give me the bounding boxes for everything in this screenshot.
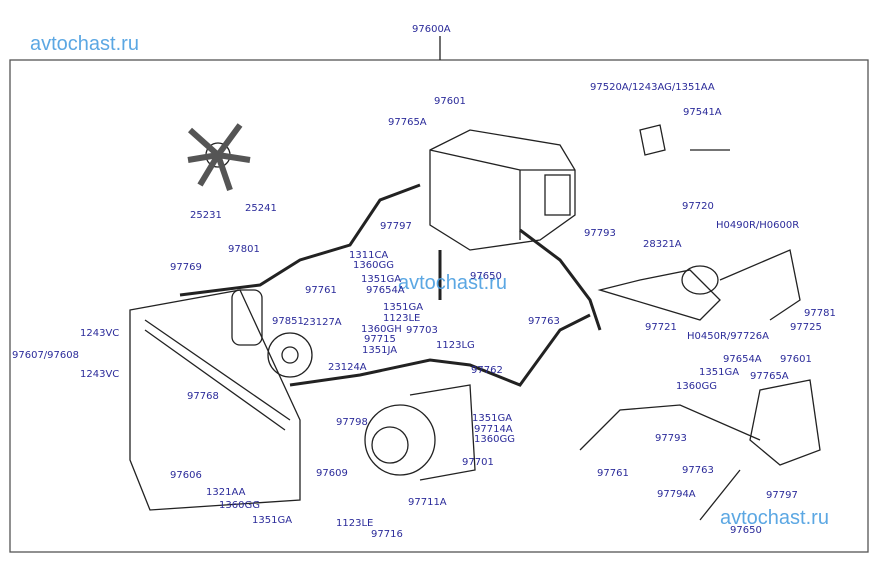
part-label[interactable]: 97761 <box>597 468 629 479</box>
part-label[interactable]: 97714A <box>474 424 513 435</box>
watermark: avtochast.ru <box>720 507 829 529</box>
part-label[interactable]: 97781 <box>804 308 836 319</box>
part-label[interactable]: 97801 <box>228 244 260 255</box>
part-label[interactable]: 1351GA <box>472 413 513 424</box>
part-label[interactable]: 97761 <box>305 285 337 296</box>
part-label[interactable]: 97601 <box>780 354 812 365</box>
part-label[interactable]: 97716 <box>371 529 403 540</box>
pulley-drawing <box>267 332 313 378</box>
part-label[interactable]: 97715 <box>364 334 396 345</box>
hoses-drawing <box>179 183 602 387</box>
part-label[interactable]: 97701 <box>462 457 494 468</box>
part-label[interactable]: 97768 <box>187 391 219 402</box>
part-label[interactable]: 1351GA <box>699 367 740 378</box>
part-label[interactable]: 97794A <box>657 489 696 500</box>
part-label[interactable]: 97607/97608 <box>12 350 79 361</box>
part-label[interactable]: 97606 <box>170 470 202 481</box>
part-label[interactable]: 23124A <box>328 362 367 373</box>
part-label[interactable]: 28321A <box>643 239 682 250</box>
part-label[interactable]: 97711A <box>408 497 447 508</box>
part-label[interactable]: 1360GH <box>361 324 402 335</box>
part-label[interactable]: 97650 <box>470 271 502 282</box>
part-label[interactable]: 97793 <box>584 228 616 239</box>
part-label[interactable]: H0490R/H0600R <box>716 220 800 231</box>
part-label[interactable]: 97793 <box>655 433 687 444</box>
evaporator-unit-drawing <box>429 129 576 251</box>
fan-drawing <box>187 123 251 191</box>
part-label[interactable]: 1360GG <box>474 434 515 445</box>
part-label[interactable]: 97650 <box>730 525 762 536</box>
part-label[interactable]: 97763 <box>528 316 560 327</box>
part-label[interactable]: 97520A/1243AG/1351AA <box>590 82 715 93</box>
part-label[interactable]: 97769 <box>170 262 202 273</box>
part-label[interactable]: 1123LE <box>383 313 421 324</box>
part-label[interactable]: 1243VC <box>80 328 120 339</box>
watermark: avtochast.ru <box>30 33 139 55</box>
part-label[interactable]: 1351GA <box>383 302 424 313</box>
part-label[interactable]: 1360GG <box>219 500 260 511</box>
part-label[interactable]: 23127A <box>303 317 342 328</box>
part-label[interactable]: 97763 <box>682 465 714 476</box>
part-label[interactable]: 97765A <box>388 117 427 128</box>
part-label[interactable]: 97601 <box>434 96 466 107</box>
receiver-drier-drawing <box>231 289 263 346</box>
part-label[interactable]: 1243VC <box>80 369 120 380</box>
part-label[interactable]: 97851 <box>272 316 304 327</box>
part-label[interactable]: 97541A <box>683 107 722 118</box>
switch-assembly-drawing <box>597 249 801 321</box>
part-label[interactable]: H0450R/97726A <box>687 331 769 342</box>
part-label[interactable]: 1321AA <box>206 487 246 498</box>
part-label[interactable]: 97600A <box>412 24 451 35</box>
part-label[interactable]: 1351JA <box>362 345 398 356</box>
part-label[interactable]: 97609 <box>316 468 348 479</box>
part-label[interactable]: 1351GA <box>361 274 402 285</box>
part-label[interactable]: 97797 <box>380 221 412 232</box>
heater-unit-small-drawing <box>579 379 821 521</box>
part-label[interactable]: 97765A <box>750 371 789 382</box>
part-label[interactable]: 97654A <box>366 285 405 296</box>
part-label[interactable]: 97798 <box>336 417 368 428</box>
compressor-drawing <box>364 384 476 481</box>
part-label[interactable]: 1123LE <box>336 518 374 529</box>
part-label[interactable]: 97725 <box>790 322 822 333</box>
relay-drawing <box>639 124 730 156</box>
part-label[interactable]: 97797 <box>766 490 798 501</box>
part-label[interactable]: 1351GA <box>252 515 293 526</box>
part-label[interactable]: 1360GG <box>676 381 717 392</box>
part-label[interactable]: 1123LG <box>436 340 475 351</box>
part-label[interactable]: 97654A <box>723 354 762 365</box>
diagram-frame <box>9 59 869 553</box>
part-label[interactable]: 97721 <box>645 322 677 333</box>
part-label[interactable]: 1360GG <box>353 260 394 271</box>
part-label[interactable]: 97703 <box>406 325 438 336</box>
part-label[interactable]: 97762 <box>471 365 503 376</box>
part-label[interactable]: 97720 <box>682 201 714 212</box>
part-label[interactable]: 25241 <box>245 203 277 214</box>
part-label[interactable]: 1311CA <box>349 250 389 261</box>
watermark: avtochast.ru <box>398 272 507 294</box>
part-label[interactable]: 25231 <box>190 210 222 221</box>
